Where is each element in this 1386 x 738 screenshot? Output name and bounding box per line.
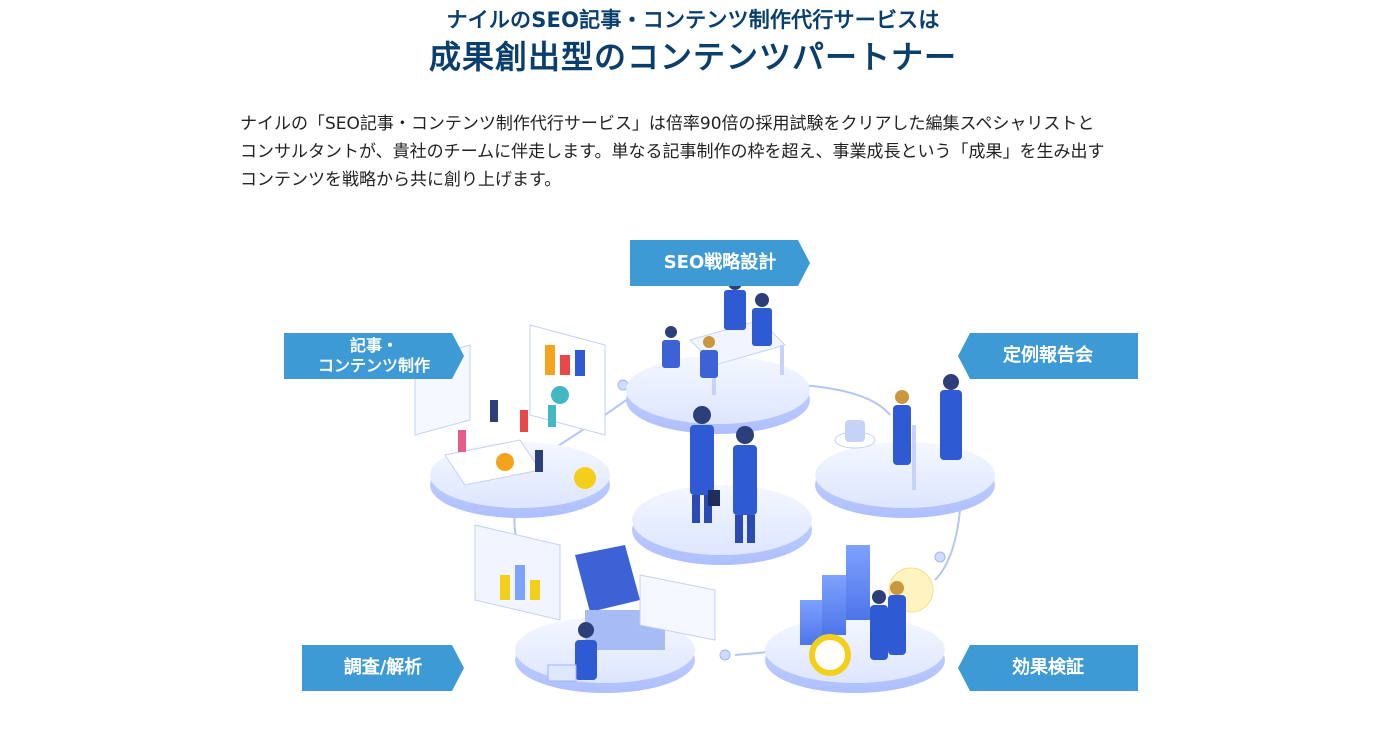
report-meeting-illustration — [834, 374, 962, 490]
intro-line: コンテンツを戦略から共に創り上げます。 — [240, 170, 562, 190]
label-seo-strategy-text: SEO戦略設計 — [663, 252, 777, 273]
heading-subtitle: ナイルのSEO記事・コンテンツ制作代行サービスは — [446, 8, 940, 32]
platform-verify — [765, 617, 945, 693]
label-content-creation: 記事・ コンテンツ制作 — [284, 333, 464, 379]
label-research-analysis: 調査/解析 — [302, 645, 464, 691]
label-effect-verification-text: 効果検証 — [1012, 657, 1084, 678]
platform-seo — [626, 356, 810, 434]
label-effect-verification: 効果検証 — [958, 645, 1138, 691]
intro-paragraph: ナイルの「SEO記事・コンテンツ制作代行サービス」は倍率90倍の採用試験をクリア… — [240, 110, 1200, 194]
heading-title: 成果創出型のコンテンツパートナー — [428, 38, 957, 76]
label-regular-report-text: 定例報告会 — [1003, 345, 1093, 366]
label-content-creation-line1: 記事・ — [349, 336, 398, 355]
intro-line: コンサルタントが、貴社のチームに伴走します。単なる記事制作の枠を超え、事業成長と… — [240, 142, 1105, 162]
platform-center — [632, 485, 812, 565]
intro-line: ナイルの「SEO記事・コンテンツ制作代行サービス」は倍率90倍の採用試験をクリア… — [240, 114, 1095, 134]
label-research-analysis-text: 調査/解析 — [343, 657, 423, 678]
label-seo-strategy: SEO戦略設計 — [630, 240, 810, 286]
label-regular-report: 定例報告会 — [958, 333, 1138, 379]
handshake-illustration — [690, 406, 757, 543]
label-content-creation-line2: コンテンツ制作 — [317, 356, 430, 375]
meeting-table-illustration — [662, 276, 786, 395]
research-illustration — [474, 524, 716, 682]
verification-illustration — [800, 545, 934, 676]
